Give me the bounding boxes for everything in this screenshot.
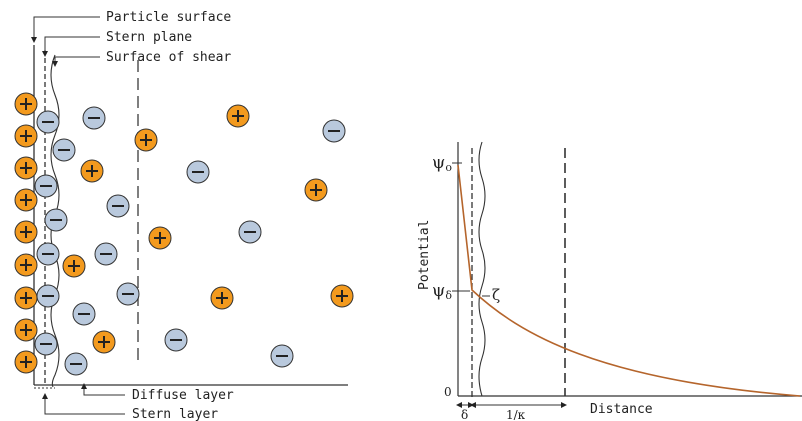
negative-ion: − <box>36 242 60 266</box>
negative-ion: − <box>34 174 58 198</box>
psid-label: ψδ <box>432 281 452 302</box>
zeta-label: ζ <box>492 286 500 304</box>
surface-of-shear-label: Surface of shear <box>106 50 231 65</box>
delta-label: δ <box>461 408 468 421</box>
zero-label: 0 <box>444 385 452 399</box>
positive-ion: + <box>14 156 38 180</box>
negative-ion: − <box>116 282 140 306</box>
positive-ion: + <box>304 178 328 202</box>
positive-ion: + <box>210 286 234 310</box>
negative-ion: − <box>322 119 346 143</box>
positive-ion: + <box>134 128 158 152</box>
positive-ion: + <box>14 124 38 148</box>
callout-leaders <box>31 16 100 67</box>
negative-ion: − <box>36 110 60 134</box>
stern-plane-label: Stern plane <box>106 30 192 45</box>
negative-ion: − <box>82 106 106 130</box>
positive-ion: + <box>14 286 38 310</box>
negative-ion: − <box>270 344 294 368</box>
negative-ion: − <box>238 220 262 244</box>
stern-plane-leader <box>42 36 100 57</box>
debye-label: 1/κ <box>506 408 526 421</box>
negative-ion: − <box>34 332 58 356</box>
positive-ion: + <box>148 226 172 250</box>
negative-ion: − <box>64 352 88 376</box>
particle-surface-leader <box>31 16 100 43</box>
surface-of-shear-leader <box>52 56 100 67</box>
positive-ion: + <box>14 253 38 277</box>
positive-ion: + <box>14 188 38 212</box>
positive-ion: + <box>226 104 250 128</box>
positive-ion: + <box>80 159 104 183</box>
positive-ion: + <box>92 330 116 354</box>
y-axis-label: Potential <box>417 220 432 290</box>
positive-ion: + <box>62 254 86 278</box>
positive-ion: + <box>14 220 38 244</box>
negative-ion: − <box>186 160 210 184</box>
diffuse-layer-label: Diffuse layer <box>132 388 234 403</box>
positive-ion: + <box>14 350 38 374</box>
ions-layer: ++++++++++++++++++−−−−−−−−−−−−−−−−−− <box>14 92 354 376</box>
negative-ion: − <box>164 328 188 352</box>
negative-ion: − <box>94 242 118 266</box>
stern-layer-label: Stern layer <box>132 407 218 421</box>
surface-of-shear-wavy-line <box>50 54 60 388</box>
electric-double-layer-diagram: Particle surface Stern plane Surface of … <box>14 10 354 421</box>
positive-ion: + <box>330 284 354 308</box>
diffuse-layer-leader <box>81 383 125 396</box>
psi0-label: ψo <box>432 153 452 174</box>
negative-ion: − <box>52 138 76 162</box>
potential-curve <box>457 164 801 397</box>
negative-ion: − <box>106 194 130 218</box>
x-axis-label: Distance <box>590 402 653 417</box>
stern-layer-leader <box>42 393 125 415</box>
positive-ion: + <box>14 318 38 342</box>
positive-ion: + <box>14 92 38 116</box>
particle-surface-label: Particle surface <box>106 10 231 25</box>
negative-ion: − <box>72 302 96 326</box>
negative-ion: − <box>36 284 60 308</box>
negative-ion: − <box>44 208 68 232</box>
graph-shear-wavy-line <box>478 141 486 397</box>
potential-distance-graph: ψo ψδ ζ 0 Potential Distance δ 1/κ <box>417 141 802 421</box>
